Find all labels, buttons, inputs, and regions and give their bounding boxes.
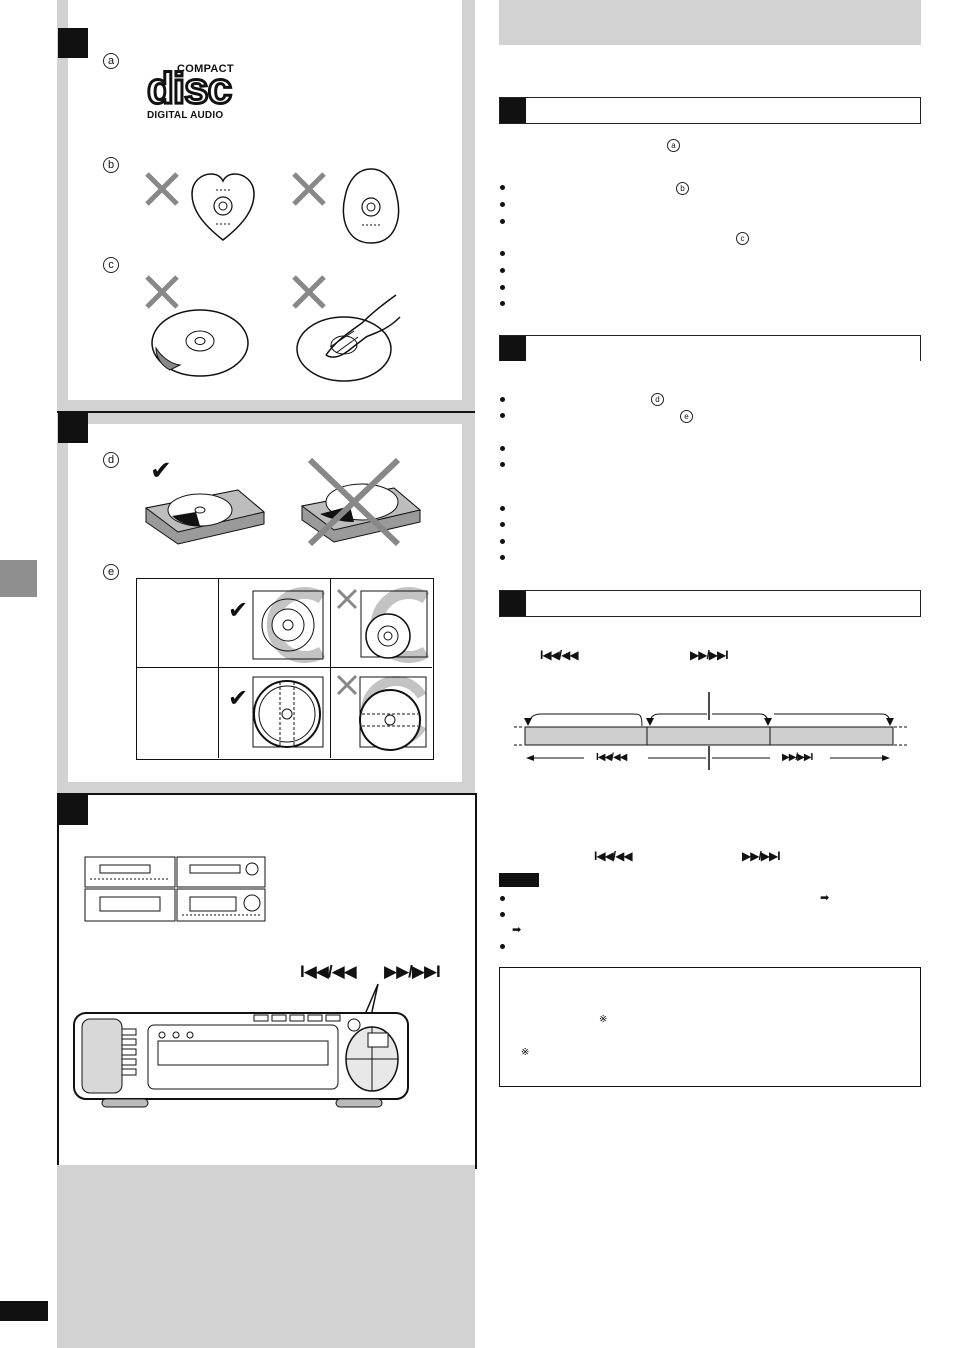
cross-mark-label-disc [145, 275, 179, 309]
note-badge [499, 873, 539, 887]
fingerprint-disc-icon [296, 294, 401, 382]
arrow-icon: ➡ [512, 924, 522, 936]
section-marker-2 [58, 413, 88, 443]
grid-hline [136, 667, 432, 668]
bullet [500, 301, 505, 306]
disc-placement-8cm-wrong-icon [360, 587, 430, 663]
panel-bottom-gray [57, 1165, 475, 1348]
disc-placement-12cm-wrong-icon [359, 676, 427, 751]
stereo-system-icon [84, 856, 266, 922]
section-marker-3 [58, 795, 88, 825]
skip-forward-label-top: ▶▶/▶▶I [690, 648, 729, 662]
heart-disc-icon [191, 173, 255, 241]
marker-e: e [103, 564, 119, 580]
track-skip-diagram [514, 692, 908, 770]
skip-back-label-search: I◀◀/◀◀ [594, 849, 633, 863]
logo-digital-audio-text: DIGITAL AUDIO [147, 110, 224, 121]
bullet [500, 462, 505, 467]
grid-vline-1 [218, 578, 219, 758]
check-icon-row1: ✔ [228, 597, 248, 624]
bullet [500, 506, 505, 511]
marker-b: b [103, 157, 119, 173]
title-banner [499, 0, 921, 45]
grid-vline-2 [330, 578, 331, 758]
cd-player-unit-icon [73, 1012, 409, 1108]
ref-mark-2: ※ [521, 1047, 530, 1058]
bullet [500, 446, 505, 451]
divider-1 [57, 411, 475, 413]
cross-mark-fingerprint [292, 275, 326, 309]
marker-a: a [103, 53, 119, 69]
ref-marker-d: d [651, 393, 664, 406]
chapter-tab [0, 560, 37, 597]
bullet [500, 202, 505, 207]
skip-back-label-diagram: I◀◀/◀◀ [596, 752, 627, 763]
bullet [500, 397, 505, 402]
arrow-icon: ➡ [820, 892, 830, 904]
page-number-tab [0, 1301, 48, 1321]
bullet [500, 944, 505, 949]
peeling-label-disc-icon [151, 309, 249, 377]
bullet [500, 896, 505, 901]
skip-forward-button-label: ▶▶/▶▶I [384, 962, 441, 981]
check-icon: ✔ [150, 455, 172, 485]
bullet [500, 413, 505, 418]
logo-compact-text: COMPACT [177, 63, 234, 75]
ref-marker-a: a [667, 139, 680, 152]
bullet [500, 251, 505, 256]
bullet [500, 285, 505, 290]
teardrop-disc-icon [342, 168, 400, 244]
bullet [500, 555, 505, 560]
cross-mark-row2 [336, 674, 358, 696]
marker-d: d [103, 452, 119, 468]
bullet [500, 185, 505, 190]
cross-mark-heart [145, 172, 179, 206]
ref-marker-b: b [676, 182, 689, 195]
disc-placement-12cm-correct-icon [252, 676, 324, 748]
skip-back-label-top: I◀◀/◀◀ [540, 648, 579, 662]
section-marker-1 [58, 28, 88, 58]
skip-back-button-label: I◀◀/◀◀ [300, 962, 357, 981]
section-header-1 [499, 97, 921, 124]
placement-grid [136, 578, 434, 760]
tray-disc-correct-icon [144, 489, 266, 545]
disc-placement-8cm-correct-icon [252, 587, 326, 663]
section-header-3 [499, 590, 921, 617]
section-header-2 [499, 335, 921, 361]
logo-disc-text: disc [145, 64, 233, 113]
bullet [500, 268, 505, 273]
cross-mark-row1 [336, 588, 358, 610]
bullet [500, 522, 505, 527]
skip-forward-label-diagram: ▶▶/▶▶I [782, 752, 813, 763]
info-box [499, 967, 921, 1087]
ref-marker-c: c [736, 232, 749, 245]
marker-c: c [103, 257, 119, 273]
bullet [500, 219, 505, 224]
ref-marker-e: e [680, 410, 693, 423]
skip-forward-label-search: ▶▶/▶▶I [742, 849, 781, 863]
compact-disc-logo: COMPACT disc DIGITAL AUDIO [145, 63, 247, 123]
cross-mark-teardrop [292, 172, 326, 206]
ref-mark-1: ※ [599, 1014, 608, 1025]
big-cross-mark [307, 457, 401, 547]
bullet [500, 539, 505, 544]
bullet [500, 912, 505, 917]
check-icon-row2: ✔ [228, 685, 248, 712]
